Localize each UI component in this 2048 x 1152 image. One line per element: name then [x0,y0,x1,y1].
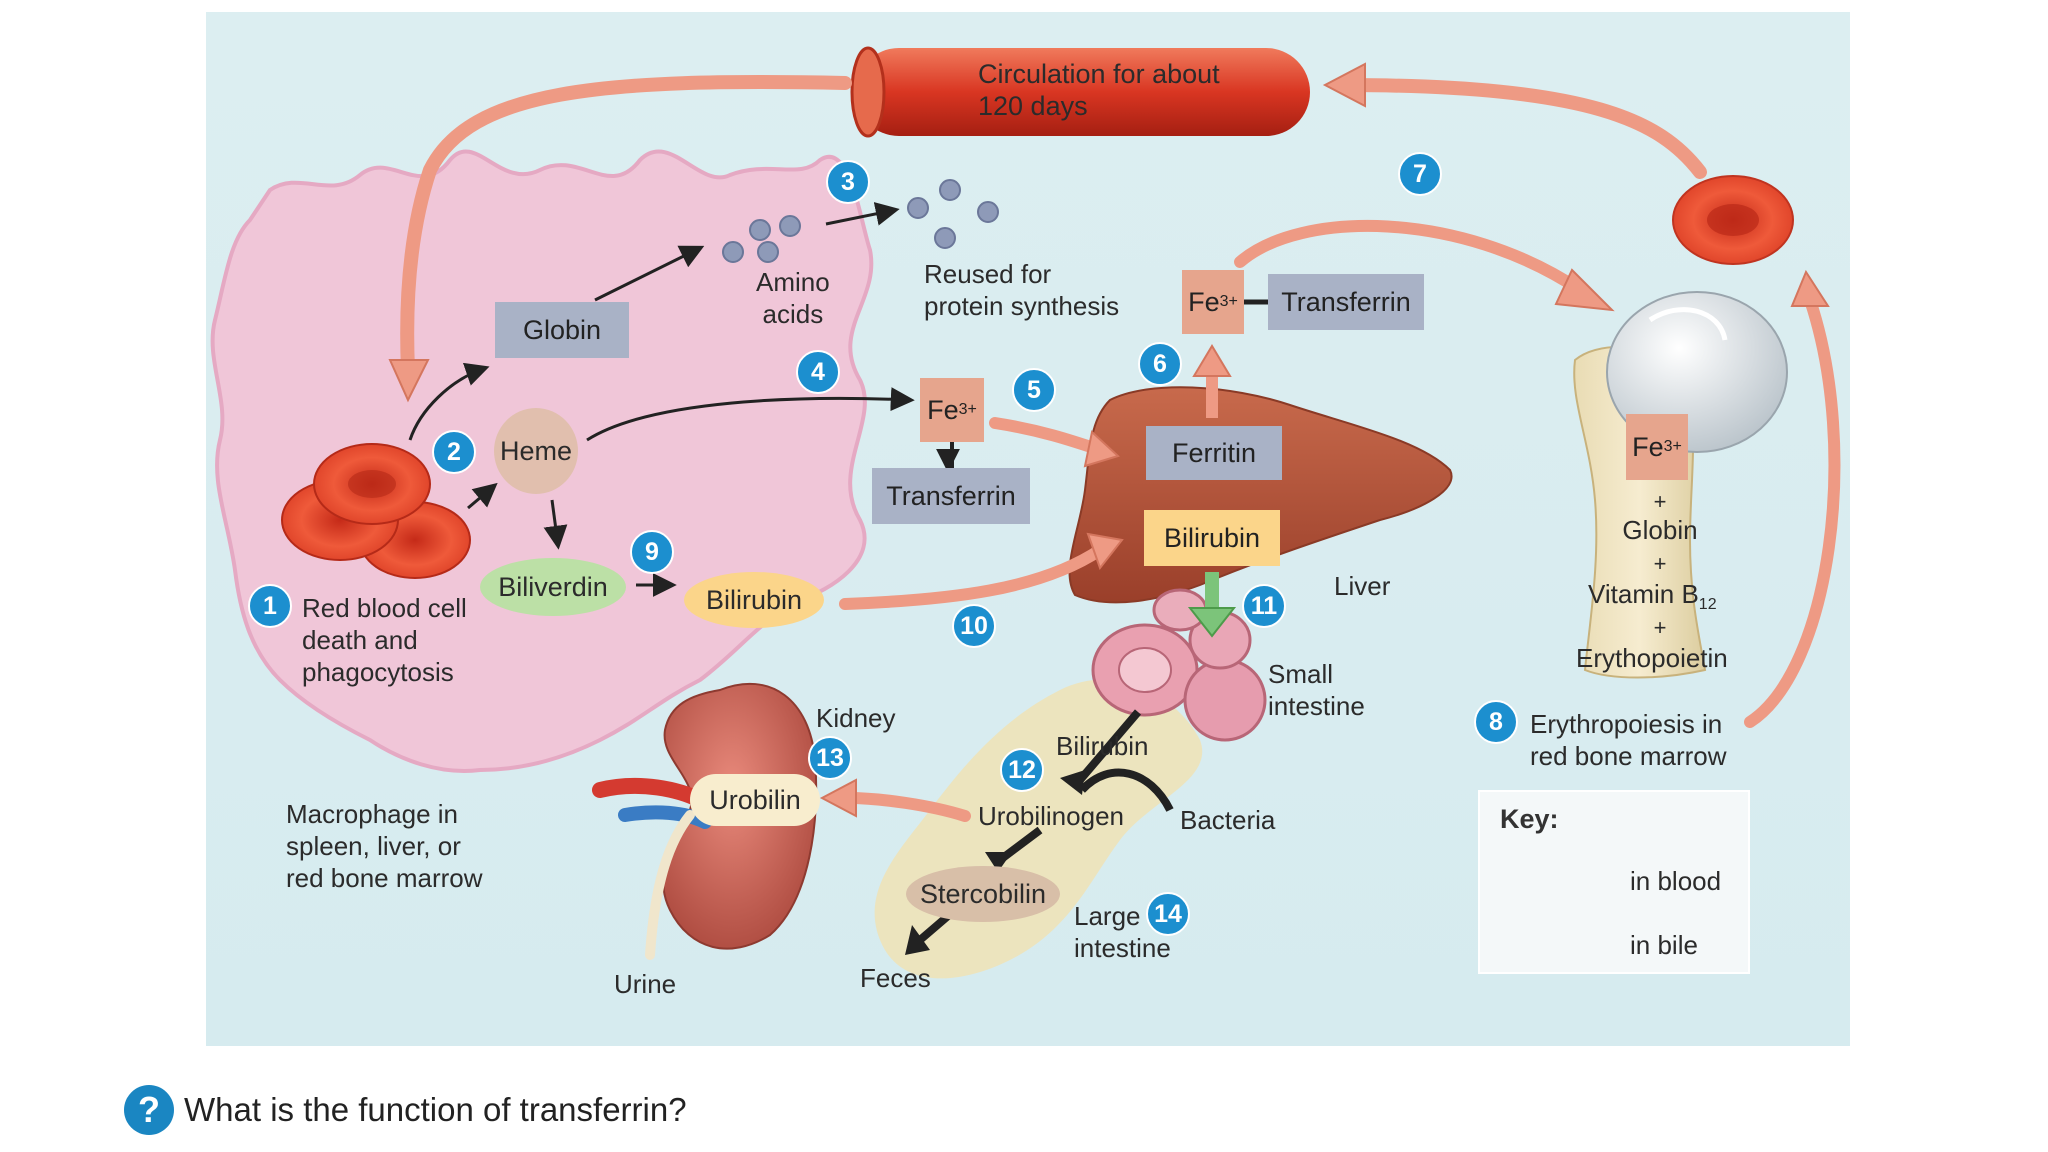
vitamin-subscript: 12 [1698,596,1717,614]
fe-macrophage-charge: 3+ [958,401,977,418]
question-icon: ? [124,1085,174,1135]
blood-vessel [850,46,1310,138]
step-badge-9: 9 [630,530,674,574]
vitamin-text: Vitamin B [1588,579,1699,609]
transferrin-liver-box: Transferrin [1268,274,1424,330]
ferritin-box: Ferritin [1146,426,1282,480]
liver-organ [1068,386,1453,604]
vitamin-label: Vitamin B12 [1588,578,1717,621]
bone-globin-label: Globin [1622,515,1698,545]
step-badge-4: 4 [796,350,840,394]
arrow-transferrin-to-marrow [1234,219,1586,296]
bone-plus-1: + [1653,489,1667,514]
step-badge-13: 13 [808,736,852,780]
arrow-circulation-to-macrophage [400,75,852,377]
legend-bile-label: in bile [1630,930,1698,960]
fe-macrophage-text: Fe [927,394,959,425]
step-badge-11: 11 [1242,584,1286,628]
small-intestine-label: Small intestine [1268,659,1365,721]
bacteria-label: Bacteria [1180,805,1276,835]
arrow-marrow-to-circulation [1744,294,1841,728]
erythropoietin-label: Erythopoietin [1576,643,1728,673]
bilirubin-intestine-label: Bilirubin [1056,731,1149,761]
arrow-rbc-to-circulation [1343,78,1707,179]
arrow-bilirubin-to-liver [839,544,1106,610]
fe-liver-text: Fe [1188,286,1220,317]
urine-label: Urine [614,969,677,999]
urobilin-oval: Urobilin [690,774,820,826]
step-badge-6: 6 [1138,342,1182,386]
arrow-fe-to-liver [989,417,1106,456]
step-badge-10: 10 [952,604,996,648]
step-badge-5: 5 [1012,368,1056,412]
reused-label: Reused for protein synthesis [924,259,1120,321]
heme-oval: Heme [494,408,578,494]
transferrin-macrophage-box: Transferrin [872,468,1030,524]
feces-label: Feces [860,963,931,993]
urobilinogen-label: Urobilinogen [978,801,1124,831]
step-badge-3: 3 [826,160,870,204]
bilirubin-macrophage-oval: Bilirubin [684,572,824,628]
question-prompt: ? What is the function of transferrin? [124,1083,687,1137]
step-badge-12: 12 [1000,748,1044,792]
question-text: What is the function of transferrin? [184,1091,687,1128]
fe-liver-charge: 3+ [1219,293,1238,310]
step-badge-14: 14 [1146,892,1190,936]
macrophage-label: Macrophage in spleen, liver, or red bone… [286,799,483,893]
arrow-urobilinogen-to-kidney [842,792,971,822]
step-badge-8: 8 [1474,700,1518,744]
bone-plus-3: + [1653,615,1667,640]
globin-box: Globin [495,302,629,358]
stercobilin-oval: Stercobilin [906,866,1060,922]
rbc-death-label: Red blood cell death and phagocytosis [302,593,467,687]
biliverdin-oval: Biliverdin [480,558,626,616]
large-intestine-label: Large intestine [1074,901,1171,963]
step-badge-7: 7 [1398,152,1442,196]
liver-label: Liver [1334,571,1391,601]
fe-bone-charge: 3+ [1663,438,1682,455]
amino-acid-dots [722,179,999,263]
dying-red-blood-cells [281,443,471,579]
legend-title: Key: [1500,804,1559,834]
legend-blood-label: in blood [1630,866,1722,896]
amino-acids-label: Amino acids [756,267,830,329]
step-badge-1: 1 [248,584,292,628]
step-badge-2: 2 [432,430,476,474]
erythropoiesis-label: Erythropoiesis in red bone marrow [1530,709,1727,771]
kidney-label: Kidney [816,703,896,733]
bilirubin-liver-box: Bilirubin [1144,510,1280,566]
fe-bone-text: Fe [1632,431,1664,462]
circulation-label: Circulation for about 120 days [978,59,1220,121]
legend-key: Key: in blood in bile [1478,790,1750,974]
bone-plus-2: + [1653,551,1667,576]
